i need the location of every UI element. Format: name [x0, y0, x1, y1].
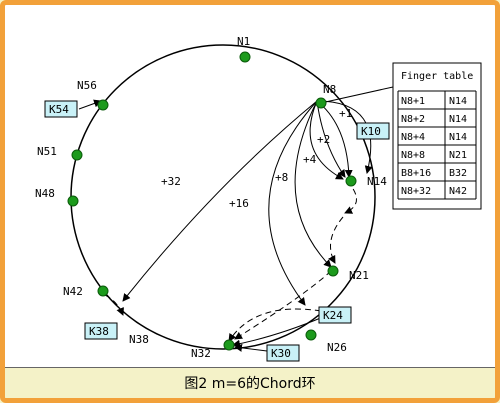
- chord-ring-diagram: N1 N8 N14 N21 N26 N32 N38 N42 N48 N51 N5…: [35, 35, 482, 362]
- finger-row-4-start: N8+8: [401, 150, 425, 161]
- svg-text:K30: K30: [271, 347, 291, 360]
- key-k24: K24: [318, 306, 352, 324]
- node-label-n32: N32: [191, 347, 211, 360]
- key-k38: K38: [84, 322, 118, 340]
- node-n14: [345, 175, 357, 187]
- node-label-n1: N1: [237, 35, 250, 48]
- finger-label-4: +4: [303, 153, 317, 166]
- finger-edge-32: [122, 100, 318, 302]
- node-n48: [67, 195, 79, 207]
- node-n21: [327, 265, 339, 277]
- finger-edge-2: [316, 100, 346, 178]
- finger-edge-16: [268, 100, 318, 306]
- finger-row-4-node: N21: [449, 150, 467, 161]
- node-n42: [97, 285, 109, 297]
- svg-text:K10: K10: [361, 125, 381, 138]
- finger-row-5-node: B32: [449, 168, 467, 179]
- finger-row-3-node: N14: [449, 132, 467, 143]
- finger-edge-8: [294, 100, 332, 268]
- node-labels: N1 N8 N14 N21 N26 N32 N38 N42 N48 N51 N5…: [35, 35, 387, 360]
- lookup-edge-2: [328, 216, 344, 264]
- finger-row-2-node: N14: [449, 114, 467, 125]
- finger-label-32: +32: [161, 175, 181, 188]
- finger-edge-k10: [316, 100, 373, 174]
- svg-text:K54: K54: [49, 103, 69, 116]
- finger-edges: [122, 100, 373, 306]
- finger-row-1-start: N8+1: [401, 96, 425, 107]
- finger-row-2-start: N8+2: [401, 114, 425, 125]
- finger-row-3-start: N8+4: [401, 132, 425, 143]
- k30-edge: [234, 343, 268, 352]
- finger-label-1: +1: [339, 107, 352, 120]
- node-n26: [305, 329, 317, 341]
- finger-row-1-node: N14: [449, 96, 467, 107]
- node-n32: [223, 339, 235, 351]
- finger-label-8: +8: [275, 171, 288, 184]
- key-edges: [78, 99, 324, 352]
- node-label-n48: N48: [35, 187, 55, 200]
- node-n56: [97, 99, 109, 111]
- figure-caption: 图2 m=6的Chord环: [5, 367, 495, 398]
- node-label-n51: N51: [37, 145, 57, 158]
- finger-table-callout: [320, 86, 394, 104]
- finger-row-6-start: N8+32: [401, 186, 431, 197]
- finger-table-title: Finger table: [401, 71, 473, 82]
- finger-table-frame: [392, 62, 482, 210]
- node-label-n38: N38: [129, 333, 149, 346]
- finger-table: Finger table N8+1 N14 N8+2 N14 N8+4 N14 …: [392, 62, 482, 210]
- lookup-edge-4: [228, 308, 322, 342]
- finger-row-6-node: N42: [449, 186, 467, 197]
- lookup-edge-3: [234, 270, 332, 340]
- node-label-n14: N14: [367, 175, 387, 188]
- node-n8: [315, 97, 327, 109]
- k24-edge: [232, 316, 324, 348]
- node-n51: [71, 149, 83, 161]
- svg-text:K24: K24: [323, 309, 343, 322]
- node-label-n21: N21: [349, 269, 369, 282]
- node-label-n42: N42: [63, 285, 83, 298]
- node-n1: [239, 51, 251, 63]
- key-k30: K30: [266, 344, 300, 362]
- node-label-n56: N56: [77, 79, 97, 92]
- k54-edge: [78, 99, 102, 110]
- key-k10: K10: [356, 122, 390, 140]
- finger-edge-4: [309, 100, 344, 180]
- key-k54: K54: [44, 100, 78, 118]
- finger-label-16: +16: [229, 197, 249, 210]
- finger-row-5-start: B8+16: [401, 168, 431, 179]
- ring-nodes: [67, 51, 357, 351]
- svg-text:K38: K38: [89, 325, 109, 338]
- k38-arrow: [104, 294, 124, 316]
- node-label-n8: N8: [323, 83, 336, 96]
- finger-labels: +1 +2 +4 +8 +16 +32: [161, 107, 352, 210]
- node-label-n26: N26: [327, 341, 347, 354]
- finger-label-2: +2: [317, 133, 330, 146]
